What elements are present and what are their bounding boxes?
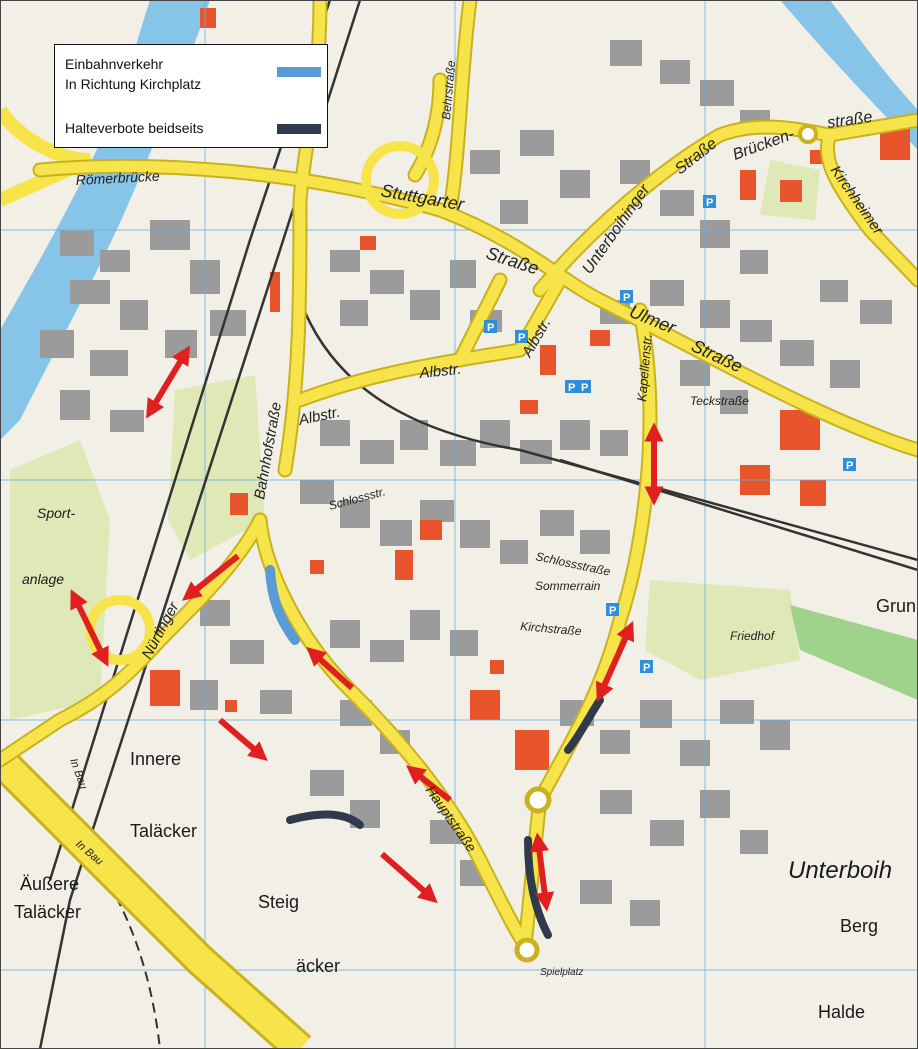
legend-one-way-swatch bbox=[277, 67, 321, 77]
roundabout-north bbox=[524, 786, 552, 814]
arrow-south-in bbox=[380, 851, 438, 904]
legend-no-stopping-swatch bbox=[277, 124, 321, 134]
arrow-to-nurtinger bbox=[182, 553, 240, 601]
parking-label: P bbox=[487, 322, 494, 334]
place-label-anlage: anlage bbox=[22, 571, 64, 587]
place-label-acker: äcker bbox=[296, 956, 340, 976]
street-label-friedhof: Friedhof bbox=[730, 629, 776, 643]
roundabout-south bbox=[514, 937, 540, 963]
freeway-fill bbox=[0, 750, 310, 1049]
green-strip-east bbox=[790, 605, 918, 700]
arrow-hauptstrasse-north bbox=[306, 646, 355, 691]
roundabout-northeast bbox=[798, 124, 818, 144]
street-label-albstr-2: Albstr. bbox=[418, 361, 462, 382]
legend-one-way-line2: In Richtung Kirchplatz bbox=[65, 76, 202, 92]
parking-label: P bbox=[568, 382, 575, 394]
place-label-talacker-2: Taläcker bbox=[14, 902, 81, 922]
street-label-spielplatz: Spielplatz bbox=[540, 967, 583, 978]
legend-one-way-text: Einbahnverkehr In Richtung Kirchplatz bbox=[65, 54, 201, 94]
parking-label: P bbox=[518, 332, 525, 344]
parking-markers bbox=[484, 195, 856, 673]
place-label-talacker: Taläcker bbox=[130, 821, 197, 841]
parking-label: P bbox=[706, 197, 713, 209]
arrow-double-east bbox=[595, 620, 635, 703]
legend-no-stopping-text: Halteverbote beidseits bbox=[65, 120, 204, 136]
legend-one-way-line1: Einbahnverkehr bbox=[65, 56, 164, 72]
street-label-romerbrucke: Römerbrücke bbox=[75, 168, 160, 188]
arrow-southwest-in bbox=[218, 717, 268, 761]
parking-label: P bbox=[643, 662, 650, 674]
parking-label: P bbox=[581, 382, 588, 394]
one-way-segment bbox=[265, 565, 300, 645]
place-label-aussere: Äußere bbox=[20, 874, 79, 894]
street-label-sommerrain: Sommerrain bbox=[535, 579, 601, 593]
arrow-double-north-west bbox=[146, 345, 190, 419]
place-label-innere: Innere bbox=[130, 749, 181, 769]
place-label-steig: Steig bbox=[258, 892, 299, 912]
interchange-loop-north bbox=[361, 141, 439, 219]
place-label-berg: Berg bbox=[840, 916, 878, 936]
arrow-double-south bbox=[529, 832, 555, 912]
street-label-strasse-4: straße bbox=[826, 109, 873, 132]
place-label-grun: Grun bbox=[876, 596, 916, 616]
street-label-kapellenstr: Kapellenstr. bbox=[634, 333, 655, 402]
parking-label: P bbox=[609, 605, 616, 617]
place-label-halde: Halde bbox=[818, 1002, 865, 1022]
parking-label: P bbox=[846, 460, 853, 472]
parking-labels: P P P P P P P P P bbox=[487, 197, 853, 674]
traffic-arrows bbox=[70, 345, 664, 912]
friedhof-park bbox=[645, 580, 800, 680]
river-northeast bbox=[780, 0, 918, 150]
place-label-unterboihingen: Unterboih bbox=[788, 857, 892, 884]
arrow-double-west bbox=[70, 589, 109, 667]
street-label-behrstrasse: Behrstraße bbox=[439, 60, 458, 121]
place-label-sport: Sport- bbox=[37, 505, 75, 521]
street-label-kirchstrasse: Kirchstraße bbox=[520, 619, 583, 638]
map-legend: Einbahnverkehr In Richtung Kirchplatz Ha… bbox=[54, 44, 328, 148]
arrow-hauptstrasse-mid bbox=[405, 765, 452, 803]
parking-label: P bbox=[623, 292, 630, 304]
place-labels: Sport- anlage Innere Taläcker Äußere Tal… bbox=[14, 505, 916, 1022]
street-label-teckstrasse: Teckstraße bbox=[690, 394, 749, 408]
